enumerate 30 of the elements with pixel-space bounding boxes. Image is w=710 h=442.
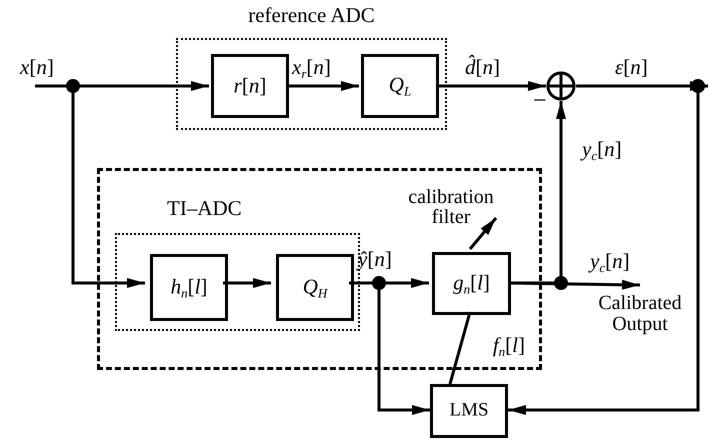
edge-label: y$_{c}$[n] — [590, 250, 630, 276]
block-box — [430, 384, 508, 438]
math-label: f$_{n}$[l] — [492, 334, 525, 359]
arrow — [437, 81, 546, 91]
block-box — [361, 54, 439, 118]
output-label: Calibrated Output — [597, 293, 683, 335]
group-title: TI–ADC — [167, 197, 242, 220]
math-label: r[n] — [234, 74, 266, 98]
arrow — [287, 81, 359, 91]
signal-label: x[n] — [20, 56, 54, 80]
block-box — [432, 252, 511, 315]
math-label: h$_{n}$[l] — [170, 274, 208, 300]
block-box — [150, 254, 228, 321]
arrow — [468, 217, 498, 250]
math-label: g$_{n}$[l] — [453, 270, 490, 296]
block-box — [276, 254, 354, 321]
minus-sign: − — [533, 88, 547, 114]
edge-label: d̂[n] — [465, 56, 500, 80]
edge-label: y$_{c}$[n] — [582, 138, 622, 164]
math-label: Q$_{L}$ — [388, 73, 412, 99]
math-label: Q$_{H}$ — [302, 274, 328, 300]
group-title: reference ADC — [248, 4, 375, 28]
block-box — [211, 54, 289, 118]
edge-label: x$_{r}$[n] — [292, 56, 331, 82]
connector-line — [448, 312, 472, 384]
arrow — [223, 278, 271, 288]
edge-label: ε[n] — [615, 56, 648, 80]
block-label: LMS — [449, 400, 489, 422]
annotation-text: calibration filter — [407, 187, 495, 227]
dashed-group-box — [97, 168, 542, 370]
